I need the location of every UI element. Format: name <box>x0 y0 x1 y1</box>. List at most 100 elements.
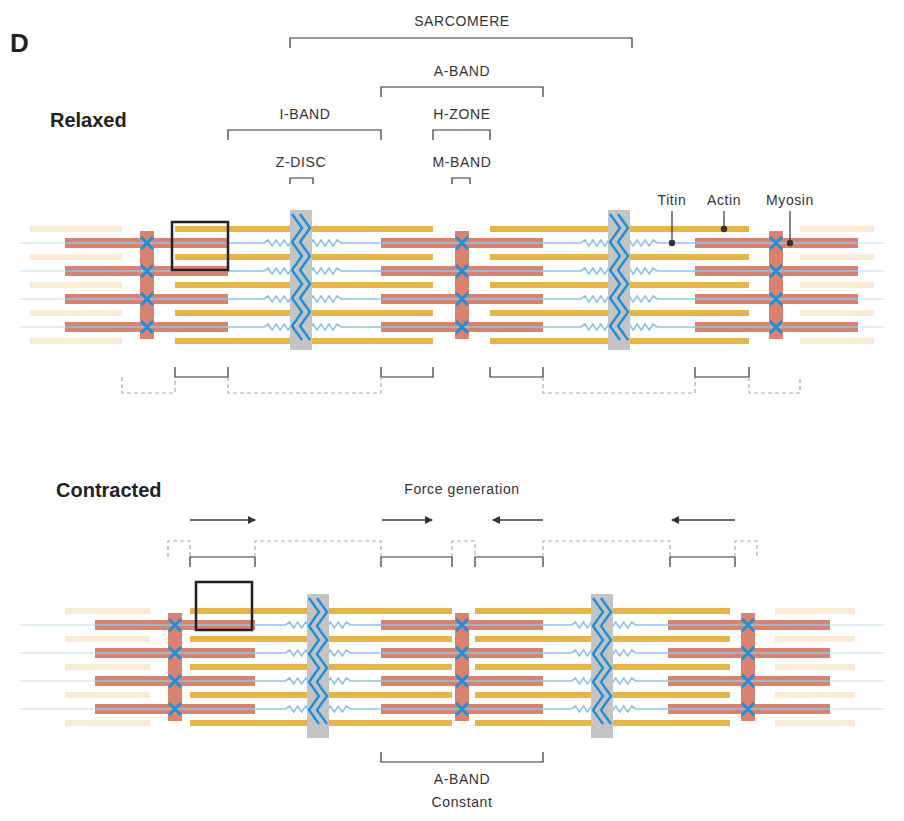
leader-dot <box>669 240 675 246</box>
titin-spring <box>303 268 381 274</box>
actin-filament <box>190 636 318 642</box>
actin-faded <box>65 664 150 670</box>
actin-faded <box>800 226 874 232</box>
actin-filament <box>318 664 452 670</box>
state-title: Contracted <box>56 478 162 502</box>
z-disc-zigzag <box>300 214 310 340</box>
actin-filament <box>301 254 433 260</box>
m-line-cross <box>169 619 181 631</box>
titin-spring <box>228 296 299 302</box>
actin-filament <box>190 692 318 698</box>
zone-label: H-ZONE <box>433 105 490 123</box>
titin-faded <box>20 242 65 244</box>
m-line-cross <box>742 675 754 687</box>
h-zone-bracket <box>433 130 490 140</box>
m-line-cross <box>770 321 782 333</box>
overlap-bracket <box>475 557 543 567</box>
actin-faded <box>800 338 874 344</box>
actin-faded <box>30 254 122 260</box>
force-arrow <box>382 519 432 520</box>
a-band-bracket <box>381 87 543 97</box>
panel-letter: D <box>10 28 29 58</box>
actin-faded <box>65 608 150 614</box>
m-line-cross <box>742 647 754 659</box>
m-band <box>455 613 469 721</box>
actin-filament <box>301 338 433 344</box>
actin-filament <box>619 226 749 232</box>
actin-filament <box>475 636 602 642</box>
actin-faded <box>30 310 122 316</box>
titin-spring <box>320 622 381 628</box>
titin-spring <box>621 324 695 330</box>
z-disc-zigzag <box>593 598 603 724</box>
m-band <box>741 613 755 721</box>
titin-spring <box>303 296 381 302</box>
z-disc <box>608 210 630 350</box>
part-label: Actin <box>707 191 741 209</box>
titin-spring <box>604 678 668 684</box>
titin-faded <box>20 326 65 328</box>
overlap-bracket <box>490 367 543 377</box>
actin-filament <box>318 636 452 642</box>
z-disc <box>290 210 312 350</box>
z-disc-zigzag <box>292 214 302 340</box>
actin-filament <box>318 608 452 614</box>
titin-spring <box>228 324 299 330</box>
part-label: Myosin <box>766 191 814 209</box>
z-disc-zigzag <box>610 214 620 340</box>
m-line-cross <box>456 703 468 715</box>
actin-faded <box>775 636 855 642</box>
note-label: Constant <box>432 793 493 811</box>
titin-faded <box>20 652 95 654</box>
band-label: I-BAND <box>279 105 330 123</box>
m-band <box>769 231 783 339</box>
actin-filament <box>301 282 433 288</box>
actin-filament <box>619 282 749 288</box>
actin-faded <box>65 692 150 698</box>
m-line-cross <box>141 321 153 333</box>
titin-spring <box>621 296 695 302</box>
part-label: Titin <box>658 191 687 209</box>
m-line-cross <box>456 293 468 305</box>
titin-faded <box>830 708 884 710</box>
titin-spring <box>543 268 617 274</box>
m-line-cross <box>456 675 468 687</box>
titin-spring <box>604 622 668 628</box>
titin-spring <box>621 268 695 274</box>
actin-filament <box>490 338 619 344</box>
titin-faded <box>20 624 95 626</box>
actin-filament <box>475 692 602 698</box>
m-line-cross <box>141 293 153 305</box>
sarcomere-bracket <box>290 38 632 48</box>
z-disc-zigzag <box>601 598 611 724</box>
leader-dot <box>721 226 727 232</box>
m-band-bracket <box>452 178 470 184</box>
titin-faded <box>830 652 884 654</box>
actin-filament <box>490 254 619 260</box>
leader-dot <box>787 240 793 246</box>
titin-spring <box>320 650 381 656</box>
dashed-link <box>452 541 475 557</box>
m-line-cross <box>742 703 754 715</box>
titin-faded <box>20 298 65 300</box>
actin-faded <box>30 226 122 232</box>
dashed-link <box>749 377 800 393</box>
z-disc-zigzag <box>317 598 327 724</box>
focus-box <box>196 582 252 630</box>
actin-filament <box>175 338 301 344</box>
actin-filament <box>301 226 433 232</box>
titin-spring <box>320 678 381 684</box>
actin-filament <box>490 282 619 288</box>
i-band-bracket <box>228 130 381 140</box>
actin-filament <box>318 692 452 698</box>
actin-faded <box>775 608 855 614</box>
titin-spring <box>604 706 668 712</box>
actin-filament <box>602 720 730 726</box>
z-disc-bracket <box>290 178 313 184</box>
actin-filament <box>619 254 749 260</box>
actin-faded <box>65 720 150 726</box>
actin-filament <box>602 608 730 614</box>
band-label: A-BAND <box>434 62 491 80</box>
overlap-bracket <box>381 367 433 377</box>
titin-spring <box>228 268 299 274</box>
